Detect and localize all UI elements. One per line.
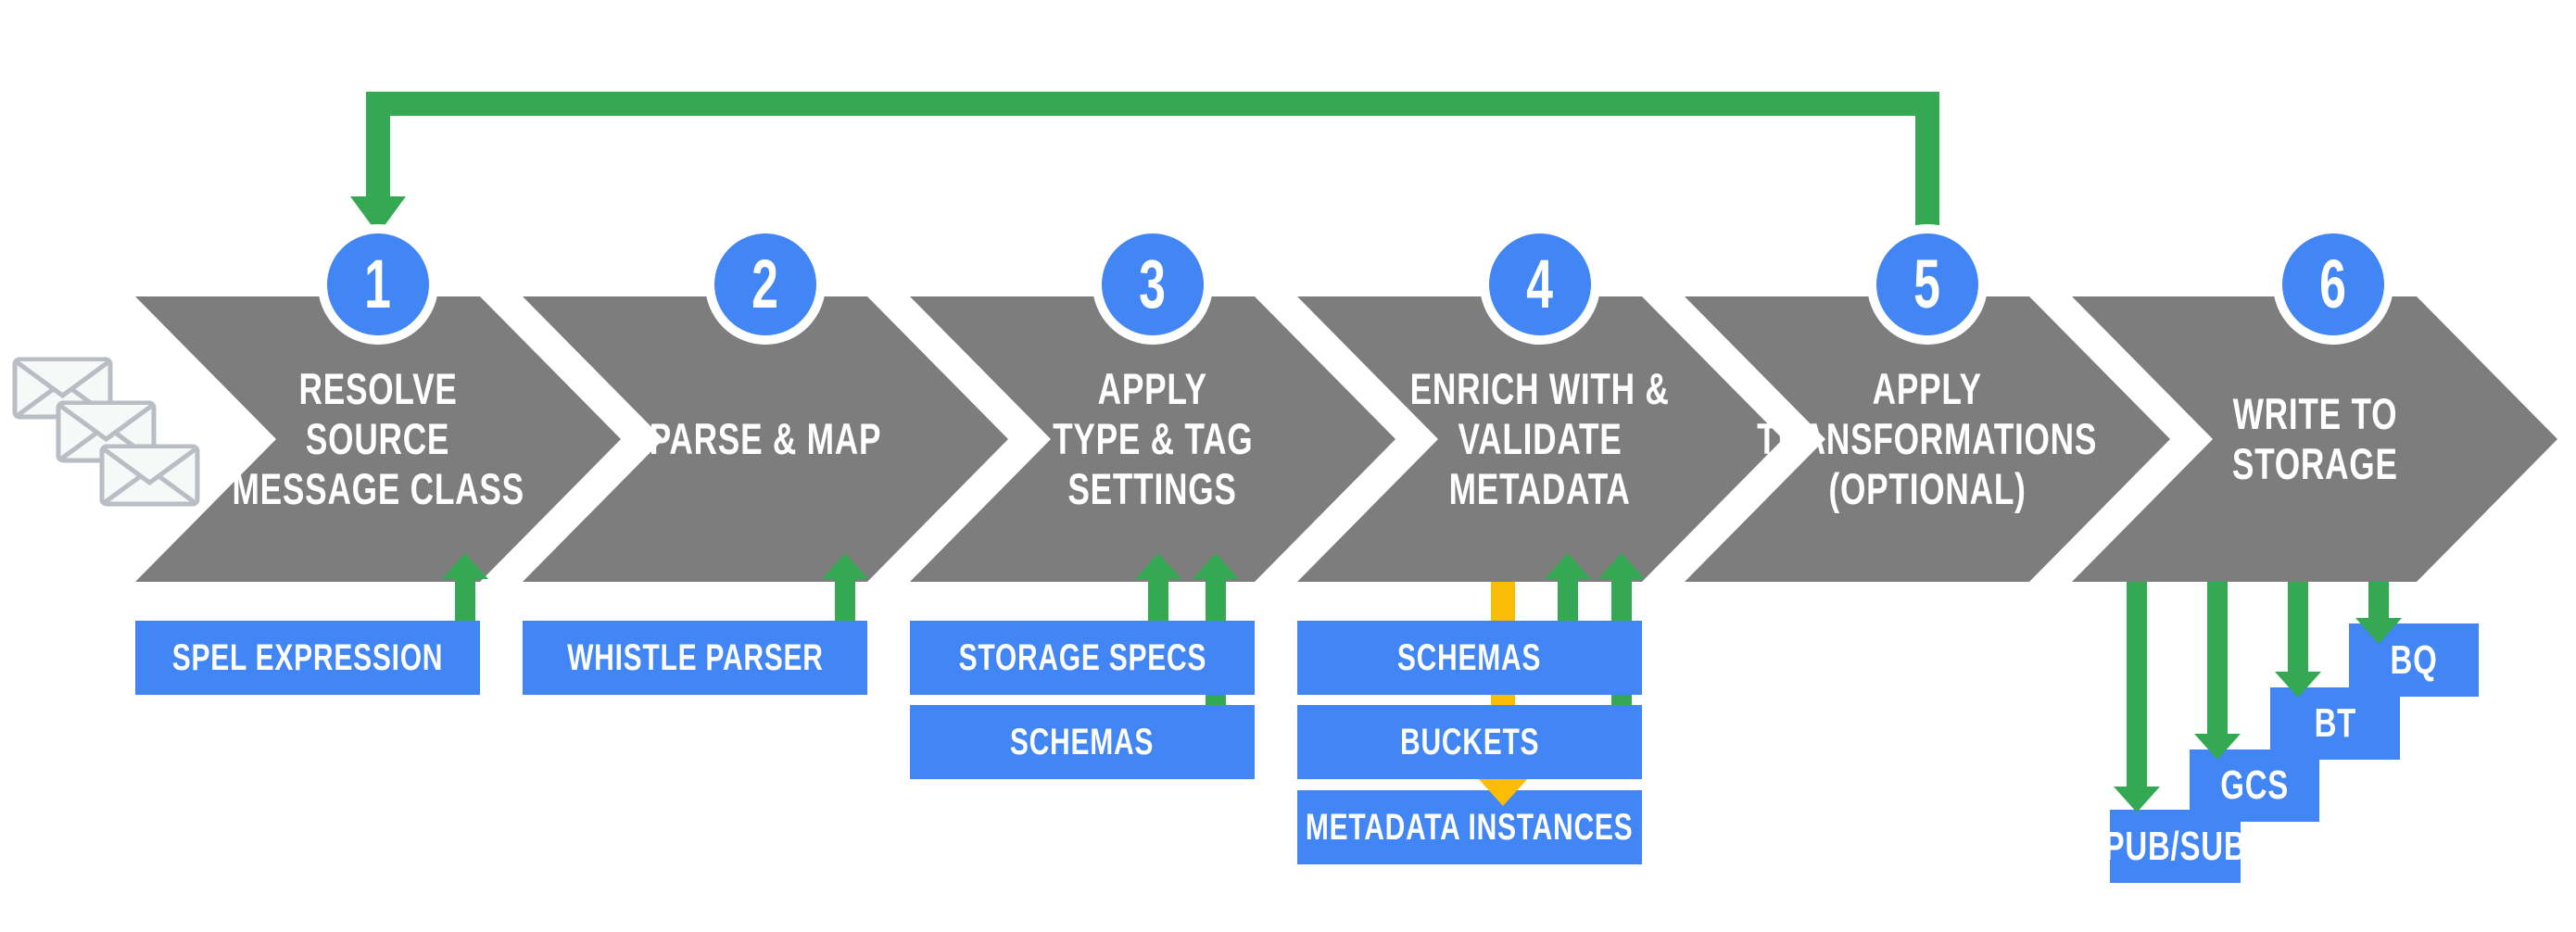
arrow-down-step6-to-pubsub (2114, 582, 2160, 812)
step-4-number: 4 (1526, 246, 1554, 322)
input-box-label: WHISTLE PARSER (566, 636, 824, 678)
arrow-down-step6-to-bq (2355, 582, 2402, 644)
input-box-metadata-instances: METADATA INSTANCES (1297, 790, 1642, 864)
arrow-up-whistle-to-step2 (822, 553, 868, 621)
input-box-schemas-step3: SCHEMAS (910, 705, 1255, 779)
step-6-title-line: WRITE TO (2232, 389, 2397, 438)
step-2-title-line: PARSE & MAP (649, 414, 882, 463)
input-box-buckets: BUCKETS (1297, 705, 1642, 779)
step-2-number-circle: 2 (705, 224, 826, 345)
output-box-gcs: GCS (2190, 749, 2319, 822)
step-3-title-line: TYPE & TAG (1052, 414, 1254, 463)
arrow-up-storage-specs-to-step3 (1135, 553, 1181, 621)
step-2-title: PARSE & MAP (523, 296, 1008, 582)
step-1-title-line: MESSAGE CLASS (232, 464, 524, 513)
input-box-label: STORAGE SPECS (958, 636, 1206, 678)
step-6-number-circle: 6 (2273, 224, 2393, 345)
input-box-label: SCHEMAS (1397, 636, 1542, 678)
arrow-up-schemas-to-step4 (1545, 553, 1591, 621)
feedback-loop-right-vertical-line (1915, 92, 1939, 225)
input-box-whistle-parser: WHISTLE PARSER (523, 621, 867, 695)
input-box-label: SPEL EXPRESSION (171, 636, 444, 678)
step-5-title-line: APPLY (1872, 364, 1983, 413)
feedback-loop-horizontal-line (366, 92, 1939, 116)
arrow-up-spel-to-step1 (442, 553, 488, 621)
step-1-number-circle: 1 (318, 224, 438, 345)
step-4-title: ENRICH WITH & VALIDATE METADATA (1297, 296, 1783, 582)
feedback-loop-left-vertical-line (366, 92, 390, 196)
output-box-label: BT (2314, 700, 2356, 746)
step-1-title: RESOLVE SOURCE MESSAGE CLASS (135, 296, 621, 582)
step-3-title-line: SETTINGS (1067, 464, 1238, 513)
step-6-title-line: STORAGE (2231, 439, 2398, 488)
input-box-label: SCHEMAS (1010, 721, 1155, 762)
step-3-number-circle: 3 (1092, 224, 1213, 345)
step-6-number: 6 (2319, 246, 2347, 322)
step-2-number: 2 (751, 246, 779, 322)
step-4-number-circle: 4 (1480, 224, 1600, 345)
step-5-title-line: (OPTIONAL) (1828, 464, 2027, 513)
input-box-label: BUCKETS (1399, 721, 1540, 762)
step-5-title-line: TRANSFORMATIONS (1757, 414, 2098, 463)
step-3-number: 3 (1139, 246, 1167, 322)
input-box-schemas-step4: SCHEMAS (1297, 621, 1642, 695)
arrow-down-step6-to-bt (2275, 582, 2321, 698)
step-1-title-line: RESOLVE (298, 364, 458, 413)
output-box-pubsub: PUB/SUB (2104, 810, 2246, 883)
step-5-number: 5 (1913, 246, 1941, 322)
step-3-title-line: APPLY (1097, 364, 1208, 413)
step-3-title: APPLY TYPE & TAG SETTINGS (910, 296, 1395, 582)
step-1-title-line: SOURCE (306, 414, 450, 463)
output-box-label: GCS (2220, 762, 2289, 808)
arrow-down-step6-to-gcs (2194, 582, 2241, 760)
input-box-storage-specs: STORAGE SPECS (910, 621, 1255, 695)
input-box-spel-expression: SPEL EXPRESSION (135, 621, 480, 695)
output-box-label: PUB/SUB (2103, 823, 2247, 869)
envelope-icon (99, 444, 200, 507)
step-1-number: 1 (364, 246, 392, 322)
step-4-title-line: ENRICH WITH & (1410, 364, 1670, 413)
input-box-label: METADATA INSTANCES (1306, 806, 1634, 848)
output-box-label: BQ (2390, 636, 2438, 683)
step-4-title-line: VALIDATE (1458, 414, 1623, 463)
output-box-bt: BT (2270, 687, 2400, 760)
step-5-number-circle: 5 (1867, 224, 1988, 345)
step-4-title-line: METADATA (1449, 464, 1631, 513)
step-6-title: WRITE TO STORAGE (2072, 296, 2557, 582)
step-5-title: APPLY TRANSFORMATIONS (OPTIONAL) (1685, 296, 2170, 582)
